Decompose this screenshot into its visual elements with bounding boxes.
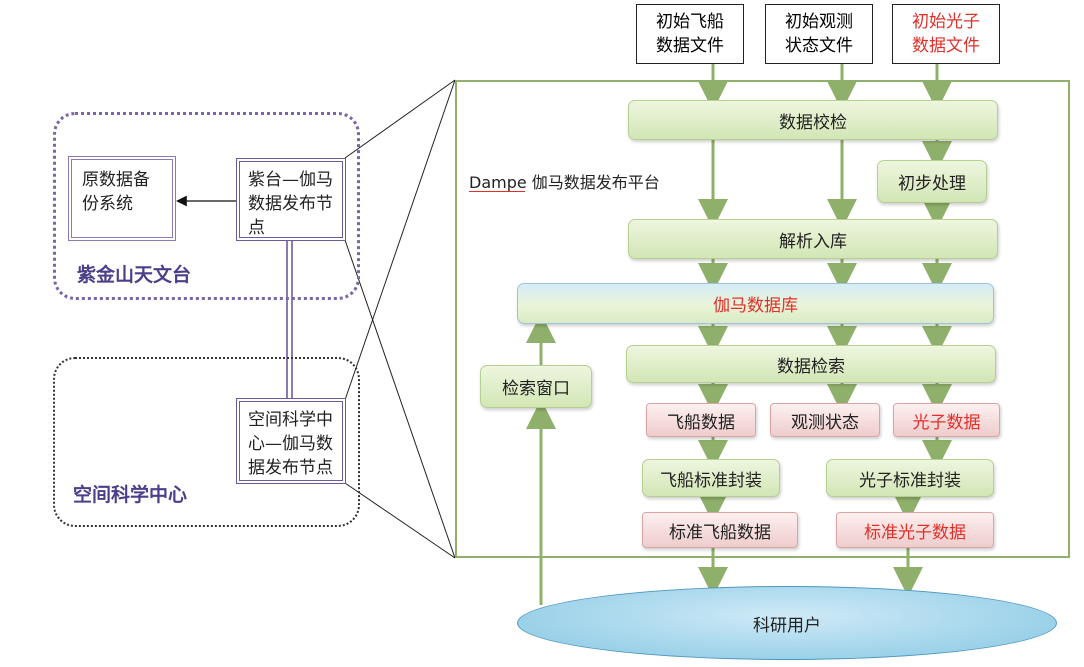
- photon-file-label: 初始光子数据文件: [912, 12, 980, 56]
- photon-pack-label: 光子标准封装: [859, 470, 961, 491]
- ship-pack-label: 飞船标准封装: [660, 470, 762, 491]
- parse-store-bar: 解析入库: [628, 219, 998, 259]
- data-check-label: 数据校检: [779, 112, 847, 133]
- research-users-label: 科研用户: [753, 615, 821, 636]
- search-window-label: 检索窗口: [502, 379, 570, 399]
- photon-file-box: 初始光子数据文件: [892, 4, 1000, 64]
- search-window-box: 检索窗口: [480, 365, 592, 408]
- obs-state-label: 观测状态: [791, 412, 859, 433]
- std-ship-label: 标准飞船数据: [669, 522, 771, 543]
- pmo-group-label: 紫金山天文台: [77, 264, 192, 286]
- nssc-node-box: 空间科学中心—伽马数据发布节点: [236, 398, 346, 484]
- ship-file-label: 初始飞船数据文件: [656, 12, 724, 56]
- backup-system-label: 原数据备份系统: [82, 170, 150, 214]
- pmo-node-label: 紫台—伽马数据发布节点: [248, 170, 333, 238]
- std-ship-box: 标准飞船数据: [642, 512, 798, 548]
- data-check-bar: 数据校检: [628, 100, 998, 140]
- gamma-db-bar: 伽马数据库: [517, 283, 994, 324]
- std-photon-label: 标准光子数据: [864, 522, 966, 543]
- platform-title: Dampe 伽马数据发布平台: [469, 173, 660, 192]
- pmo-node-box: 紫台—伽马数据发布节点: [236, 158, 346, 241]
- platform-title-underline: [469, 191, 525, 192]
- obs-state-file-label: 初始观测状态文件: [785, 12, 853, 56]
- preprocess-label: 初步处理: [898, 174, 966, 194]
- research-users-ellipse: 科研用户: [517, 586, 1057, 660]
- platform-frame: [455, 80, 1070, 558]
- ship-pack-box: 飞船标准封装: [642, 459, 780, 497]
- pmo-group: [53, 112, 360, 300]
- ship-file-box: 初始飞船数据文件: [636, 4, 744, 64]
- preprocess-box: 初步处理: [877, 160, 987, 203]
- obs-state-box: 观测状态: [770, 403, 880, 437]
- photon-data-box: 光子数据: [893, 403, 1000, 437]
- backup-system-box: 原数据备份系统: [68, 156, 176, 241]
- obs-state-file-box: 初始观测状态文件: [765, 4, 873, 64]
- nssc-group-label: 空间科学中心: [73, 484, 188, 506]
- std-photon-box: 标准光子数据: [836, 512, 994, 548]
- nssc-node-label: 空间科学中心—伽马数据发布节点: [248, 410, 333, 478]
- ship-data-box: 飞船数据: [646, 403, 756, 437]
- retrieval-label: 数据检索: [777, 356, 845, 377]
- ship-data-label: 飞船数据: [667, 412, 735, 433]
- gamma-db-label: 伽马数据库: [713, 296, 798, 316]
- retrieval-bar: 数据检索: [626, 345, 996, 383]
- photon-pack-box: 光子标准封装: [826, 459, 994, 497]
- photon-data-label: 光子数据: [912, 412, 981, 433]
- nssc-group: [53, 357, 360, 527]
- parse-store-label: 解析入库: [779, 231, 847, 252]
